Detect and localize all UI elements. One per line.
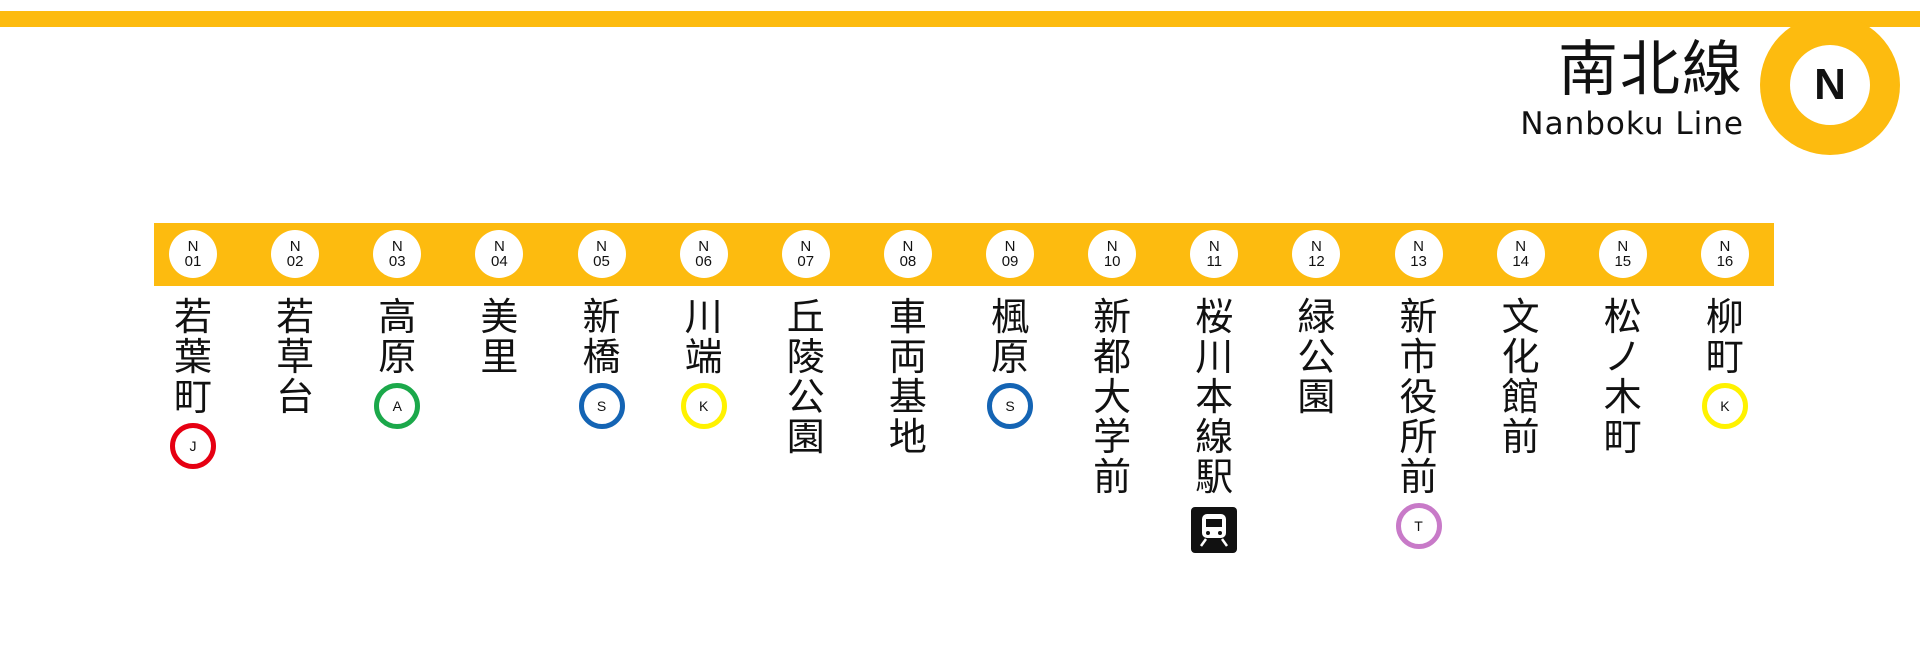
transfer-line-badge: K — [680, 383, 727, 429]
station-name: 桜川本線駅 — [1195, 295, 1234, 499]
station-name: 緑公園 — [1297, 295, 1336, 419]
station-number-letter: N — [289, 237, 301, 255]
station-name: 車両基地 — [888, 295, 927, 459]
station-number-letter: N — [187, 237, 199, 255]
top-line-stripe — [0, 11, 1920, 27]
station-name: 楓原 — [991, 295, 1030, 379]
station-number-letter: N — [493, 237, 505, 255]
station-number-digits: 08 — [899, 252, 917, 270]
station-number-digits: 03 — [388, 252, 406, 270]
station-number-letter: N — [1515, 237, 1527, 255]
station-number-digits: 10 — [1103, 252, 1121, 270]
station-number-digits: 16 — [1716, 252, 1734, 270]
station-number-digits: 12 — [1308, 252, 1325, 270]
line-symbol-letter: N — [1790, 45, 1870, 125]
station-number-digits: 11 — [1206, 252, 1223, 270]
transfer-line-badge: J — [170, 423, 216, 469]
station-name: 新市役所前 — [1399, 295, 1438, 499]
transfer-line-badge: K — [1701, 383, 1748, 429]
station-number-letter: N — [902, 237, 914, 255]
station-number-digits: 14 — [1512, 252, 1530, 270]
station-name: 川端 — [684, 295, 723, 379]
station-name: 若葉町 — [173, 295, 212, 419]
line-name-japanese: 南北線 — [1558, 35, 1744, 105]
station-name: 松ノ木町 — [1603, 295, 1642, 459]
station-number-letter: N — [800, 237, 812, 255]
station-name: 若草台 — [276, 295, 315, 419]
line-name-english: Nanboku Line — [1520, 106, 1744, 142]
station-number-letter: N — [391, 237, 403, 255]
station-number-letter: N — [1208, 237, 1220, 255]
station-name: 新都大学前 — [1093, 295, 1132, 499]
station-number-digits: 01 — [184, 252, 202, 270]
station-name: 柳町 — [1705, 295, 1744, 379]
station-number-digits: 06 — [695, 252, 712, 270]
station-number-letter: N — [1311, 237, 1322, 255]
station-number-digits: 02 — [286, 252, 304, 270]
station-number-letter: N — [1004, 237, 1016, 255]
station-name: 丘陵公園 — [786, 295, 825, 459]
transfer-line-badge: A — [374, 383, 421, 429]
station-number-letter: N — [1413, 237, 1424, 255]
station-number-digits: 05 — [593, 252, 610, 270]
transfer-line-badge: S — [987, 383, 1034, 429]
station-name: 美里 — [480, 295, 519, 379]
station-name: 文化館前 — [1501, 295, 1540, 459]
transfer-line-badge: S — [578, 383, 625, 429]
station-number-letter: N — [1617, 237, 1629, 255]
station-number-digits: 13 — [1410, 252, 1427, 270]
station-number-digits: 07 — [797, 252, 815, 270]
line-symbol-badge: N — [1760, 15, 1900, 155]
station-number-letter: N — [596, 237, 607, 255]
station-number-letter: N — [1106, 237, 1118, 255]
train-icon — [1191, 507, 1238, 553]
station-number-digits: 09 — [1001, 252, 1019, 270]
transfer-line-badge: T — [1395, 503, 1442, 549]
station-number-letter: N — [1719, 237, 1731, 255]
station-number-digits: 15 — [1614, 252, 1632, 270]
station-number-digits: 04 — [491, 252, 508, 270]
station-name: 高原 — [378, 295, 417, 379]
station-name: 新橋 — [582, 295, 621, 379]
station-number-letter: N — [698, 237, 710, 255]
